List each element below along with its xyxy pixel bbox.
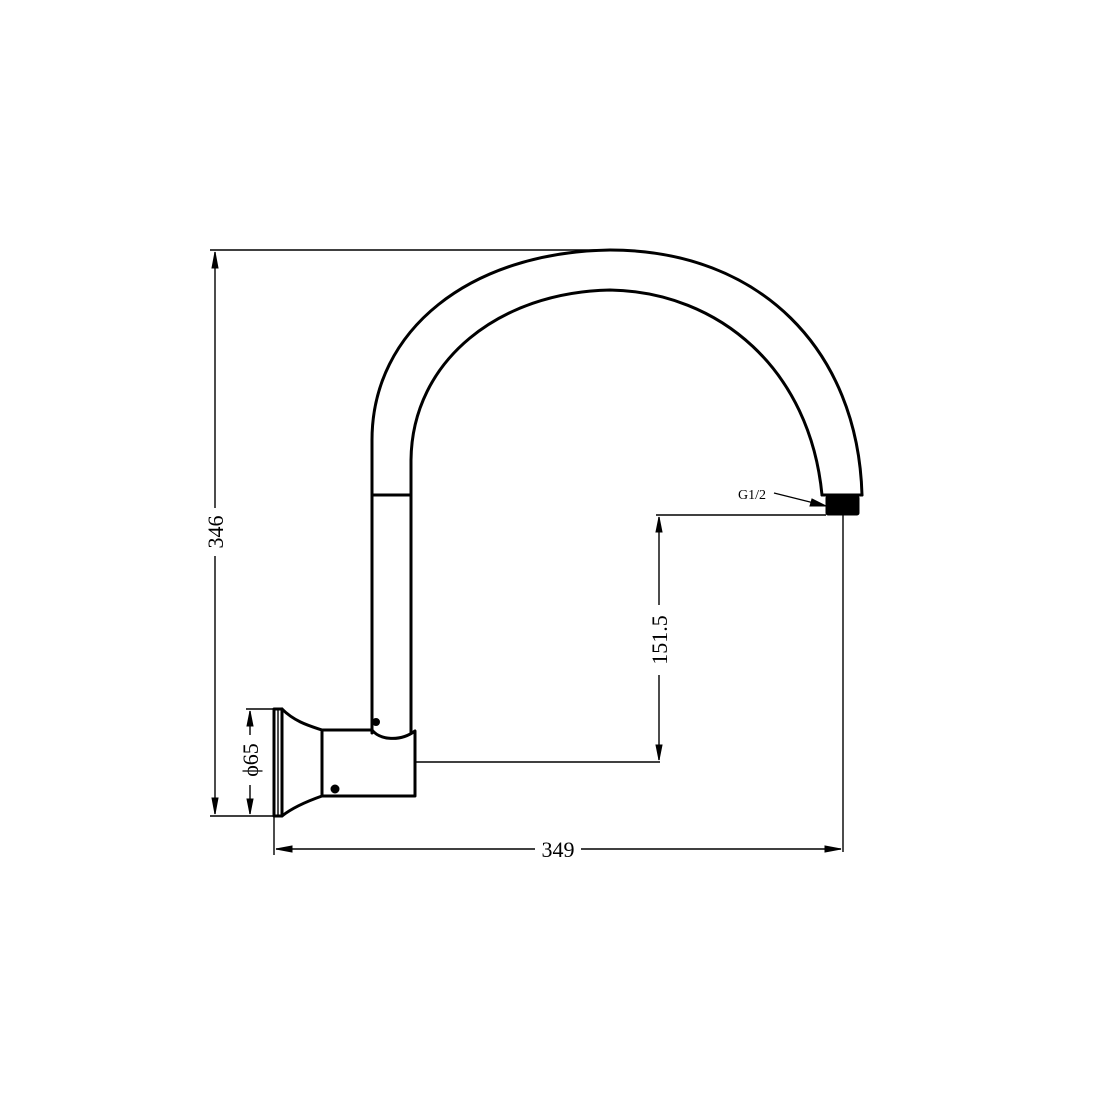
- spout-outer-curve: [370, 248, 864, 497]
- arrowhead-right-icon: [824, 845, 842, 853]
- dimension-label-flange-diameter: ϕ65: [238, 743, 263, 777]
- arrowhead-left-icon: [275, 845, 293, 853]
- spout-body: [370, 248, 864, 735]
- flange-flare: [280, 707, 324, 818]
- dimension-label-overall-height: 346: [203, 516, 228, 549]
- arrowhead-down-icon: [655, 744, 663, 761]
- riser-dot: [372, 718, 380, 726]
- callout-label-outlet-thread: G1/2: [738, 488, 766, 503]
- hub-dot: [330, 784, 340, 794]
- wall-hub: [272, 707, 417, 818]
- dimension-flange-diameter: ϕ65: [238, 708, 274, 815]
- dimension-label-overall-projection: 349: [542, 837, 575, 862]
- arrowhead-up-icon: [246, 710, 254, 727]
- dimension-label-outlet-height: 151.5: [647, 615, 672, 665]
- callout-outlet-thread: G1/2: [738, 488, 827, 507]
- arrowhead-up-icon: [655, 516, 663, 533]
- outlet-thread-block: [825, 495, 860, 516]
- dimension-overall-projection: 349: [273, 515, 844, 862]
- dimension-overall-height: 346: [203, 249, 620, 817]
- dimension-outlet-height: 151.5: [415, 514, 826, 763]
- arrowhead-down-icon: [211, 797, 219, 815]
- leader-arrowhead-icon: [809, 498, 827, 507]
- spout-inner-curve: [409, 288, 824, 497]
- arrowhead-down-icon: [246, 798, 254, 815]
- arrowhead-up-icon: [211, 251, 219, 269]
- hub-cylinder: [320, 728, 417, 798]
